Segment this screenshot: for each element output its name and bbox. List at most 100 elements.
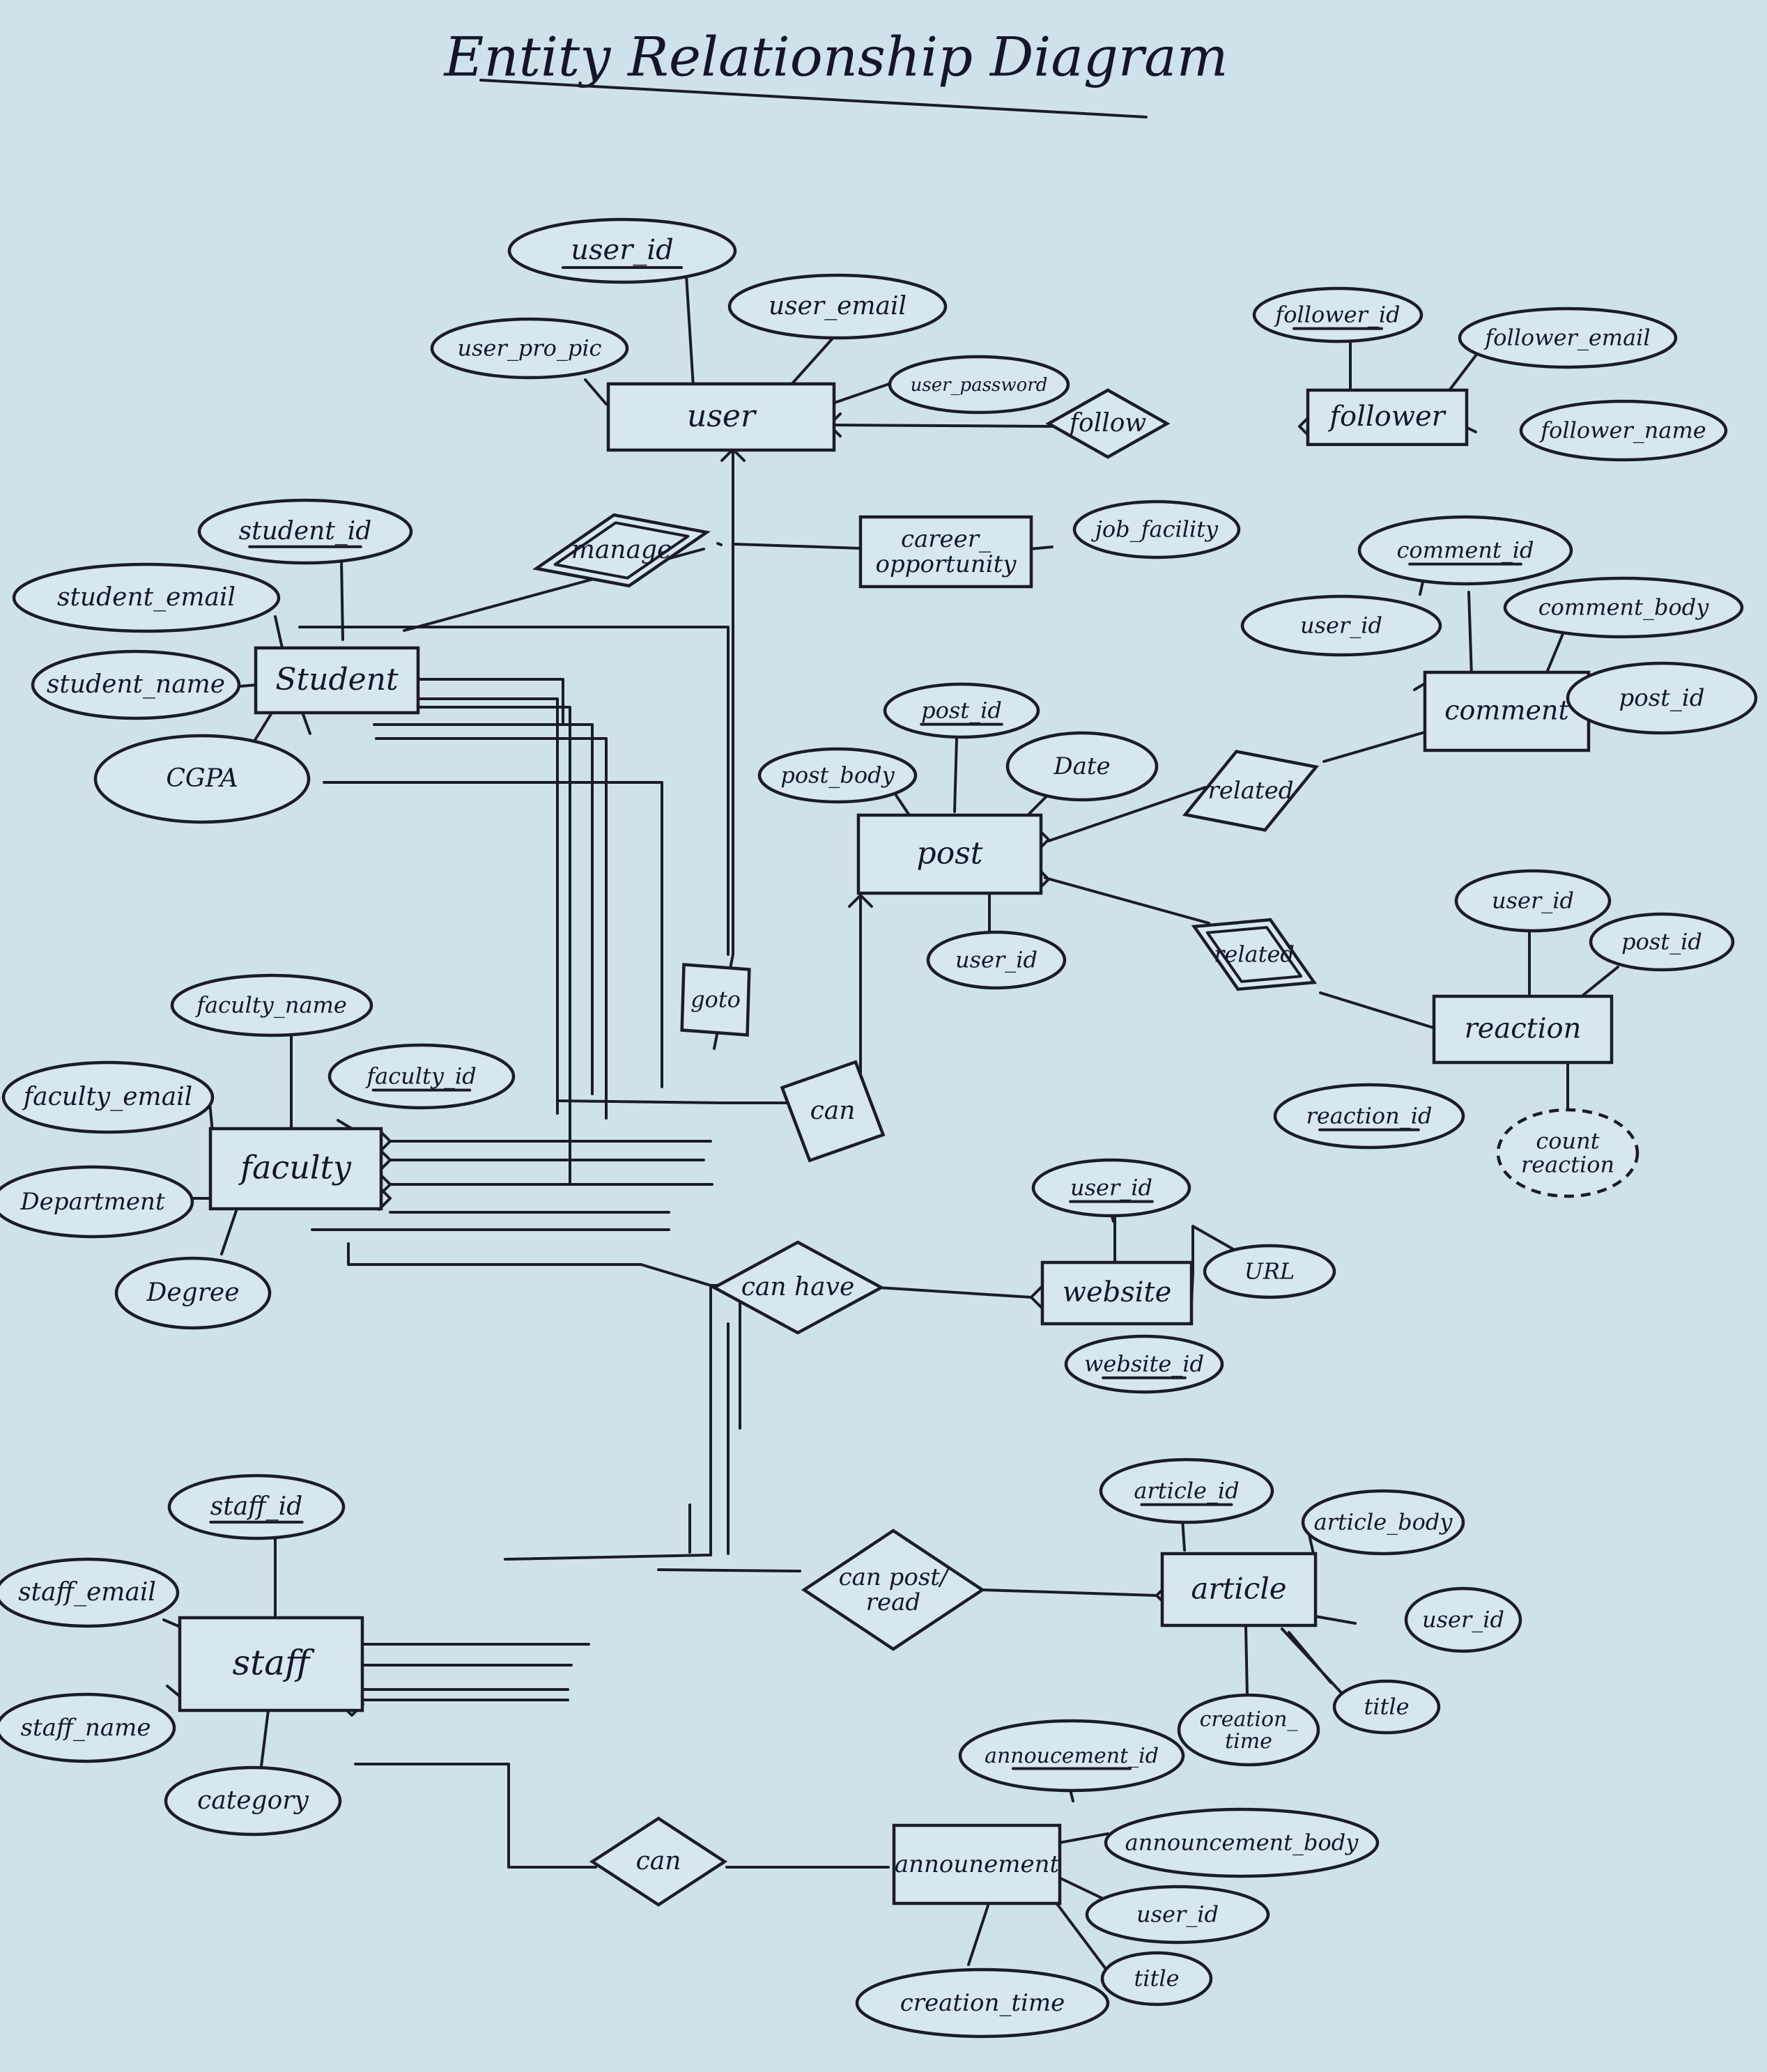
article-creation-time-attr-text: time (1225, 1729, 1272, 1754)
related-reaction-relationship-label: related (1214, 941, 1295, 968)
article-body-attr-ellipse (1301, 1489, 1465, 1556)
article-id-attr-label: article_id (1134, 1478, 1240, 1506)
reaction-entity-text: reaction (1465, 1013, 1582, 1045)
follower-email-attr-text: follower_email (1483, 325, 1650, 351)
follower-email-attr-ellipse (1458, 307, 1678, 369)
article-entity-label: article (1191, 1572, 1286, 1606)
announcement-entity-text: announement (895, 1850, 1060, 1878)
article-title-attr-label: title (1364, 1694, 1409, 1720)
student-email-attr-ellipse (12, 562, 281, 633)
staff-id-attr-text: staff_id (210, 1492, 302, 1521)
can-read-announce-connectors (725, 1588, 1158, 1869)
post-user-id-attr-text: user_id (955, 947, 1037, 973)
staff-email-attr-ellipse (0, 1557, 180, 1628)
job-facility-attr-ellipse (1072, 500, 1241, 559)
announcement-creation-time-attr-label: creation_time (900, 1989, 1065, 2017)
follower-id-attr-text: follower_id (1274, 302, 1400, 328)
article-creation-time-attr-text: creation_ (1200, 1707, 1298, 1731)
diagram-title-group: Entity Relationship Diagram (442, 26, 1228, 118)
job-facility-attr-label: job_facility (1091, 516, 1219, 543)
faculty-entity-text: faculty (238, 1149, 352, 1186)
url-attr-label: URL (1244, 1258, 1295, 1285)
degree-attr-label: Degree (146, 1278, 239, 1307)
faculty-entity-box (208, 1127, 383, 1211)
user-spine-connectors (713, 427, 862, 1050)
faculty-email-attr-ellipse (1, 1060, 215, 1134)
article-title-attr-text: title (1364, 1694, 1409, 1720)
user-entity-label: user (687, 399, 757, 434)
can-post-read-relationship-text: can post/ (839, 1563, 950, 1591)
reaction-post-id-attr-text: post_id (1621, 929, 1702, 955)
post-body-attr-text: post_body (780, 762, 895, 789)
post-id-attr-label: post_id (920, 697, 1003, 726)
article-id-attr-ellipse (1099, 1458, 1274, 1524)
post-user-id-attr-label: user_id (955, 947, 1037, 973)
staff-email-attr-text: staff_email (18, 1578, 156, 1607)
announcement-user-id-attr-label: user_id (1136, 1901, 1219, 1928)
post-entity-text: post (917, 836, 983, 872)
comment-body-attr-ellipse (1503, 576, 1744, 639)
post-entity-box (856, 813, 1043, 895)
follow-relationship-diamond (1045, 388, 1171, 459)
article-id-attr-text: article_id (1134, 1478, 1239, 1504)
goto-relationship-text: goto (690, 987, 741, 1013)
comment-entity-box (1423, 670, 1591, 752)
follower-email-attr-label: follower_email (1483, 325, 1650, 351)
comment-id-attr-ellipse (1357, 515, 1573, 586)
count-reaction-attr-text: reaction (1521, 1151, 1614, 1177)
user-email-attr-label: user_email (769, 292, 906, 320)
article-creation-time-attr-label: creation_time (1200, 1707, 1298, 1754)
website-id-attr-label: website_id (1084, 1351, 1204, 1379)
website-id-attr-text: website_id (1084, 1351, 1204, 1377)
article-body-attr-text: article_body (1314, 1509, 1453, 1536)
announcement-body-attr-label: announcement_body (1125, 1830, 1359, 1856)
can-post-read-relationship-diamond (801, 1529, 986, 1651)
article-body-attr-label: article_body (1314, 1509, 1453, 1536)
can-post-relationship-text: can (810, 1097, 856, 1125)
post-entity-label: post (917, 836, 983, 872)
can-have-relationship-diamond (711, 1240, 885, 1335)
user-password-attr-text: user_password (911, 375, 1048, 396)
comment-id-attr-label: comment_id (1397, 537, 1534, 566)
related-reaction-relationship-diamond (1191, 918, 1318, 991)
post-user-id-attr-ellipse (926, 930, 1067, 990)
post-crow-3 (848, 894, 873, 908)
manage-relationship-label: manage (571, 536, 672, 564)
faculty-email-attr-text: faculty_email (22, 1083, 192, 1111)
faculty-id-attr-ellipse (327, 1043, 516, 1110)
student-email-attr-label: student_email (57, 583, 236, 612)
faculty-bus-connectors (311, 1140, 713, 1266)
article-entity-box (1160, 1552, 1318, 1628)
comment-post-id-attr-label: post_id (1619, 684, 1705, 712)
staff-id-attr-label: staff_id (209, 1492, 304, 1524)
comment-entity-text: comment (1444, 695, 1569, 726)
can-relationship-connectors (556, 1099, 796, 1556)
announcement-id-attr-ellipse (958, 1719, 1185, 1793)
can-post-read-relationship-label: can post/read (839, 1563, 950, 1616)
related-comment-relationship-text: related (1207, 777, 1293, 805)
website-entity-text: website (1063, 1276, 1172, 1308)
count-reaction-attr-text: count (1536, 1128, 1599, 1154)
comment-post-id-attr-text: post_id (1619, 684, 1705, 712)
cgpa-attr-text: CGPA (166, 764, 238, 793)
related-reaction-relationship-text: related (1214, 941, 1295, 968)
article-user-id-attr-ellipse (1404, 1586, 1522, 1653)
goto-relationship-label: goto (690, 987, 741, 1013)
staff-entity-label: staff (233, 1643, 316, 1683)
reaction-id-attr-label: reaction_id (1306, 1103, 1432, 1131)
manage-relationship-diamond-group (532, 513, 711, 588)
manage-relationship-text: manage (571, 536, 672, 564)
reaction-user-id-attr-ellipse (1454, 869, 1612, 933)
user-pro-pic-attr-text: user_pro_pic (458, 335, 602, 362)
user-follower-connectors (584, 274, 1480, 433)
follower-entity-label: follower (1327, 401, 1446, 433)
title-underline (479, 79, 1148, 118)
diagram-title: Entity Relationship Diagram (442, 26, 1228, 89)
comment-body-attr-label: comment_body (1538, 594, 1710, 621)
comment-entity-label: comment (1444, 695, 1569, 726)
staff-name-attr-text: staff_name (21, 1714, 151, 1742)
user-entity-text: user (687, 399, 757, 434)
announcement-id-attr-text: annoucement_id (985, 1744, 1159, 1768)
